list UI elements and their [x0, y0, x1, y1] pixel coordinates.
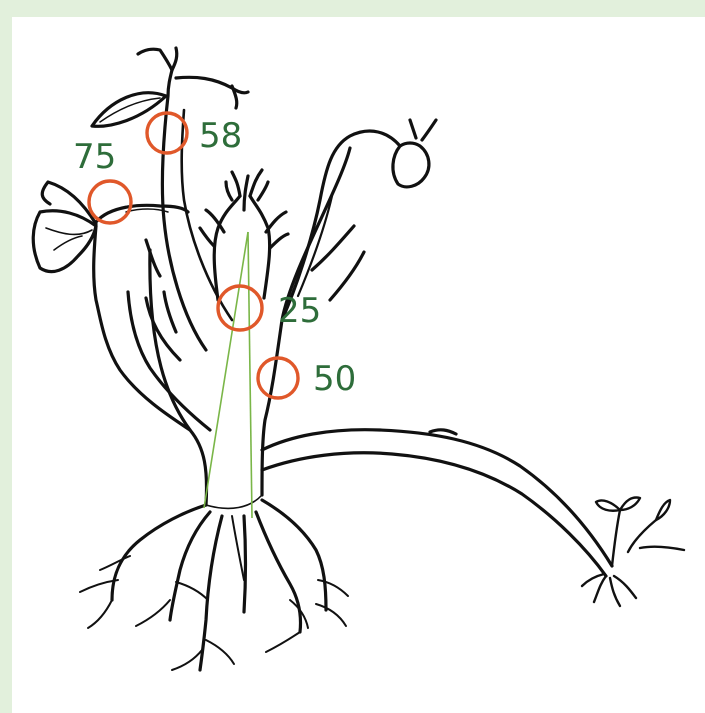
- marker-lower-stem: [258, 358, 298, 398]
- guide-lines: [204, 232, 252, 518]
- central-crown: [200, 170, 288, 300]
- label-leaf: 75: [73, 137, 116, 177]
- marker-leaf: [89, 181, 131, 223]
- label-top-stem: 58: [199, 116, 242, 156]
- guide-line-right: [248, 232, 252, 518]
- roots: [80, 500, 348, 670]
- guide-line-left: [204, 232, 248, 508]
- long-runner: [262, 430, 612, 576]
- label-lower-stem: 50: [313, 359, 356, 399]
- right-runner-berry: [282, 120, 436, 320]
- tall-stem: [162, 70, 232, 350]
- label-crown: 25: [278, 291, 321, 331]
- baby-plant: [582, 498, 684, 607]
